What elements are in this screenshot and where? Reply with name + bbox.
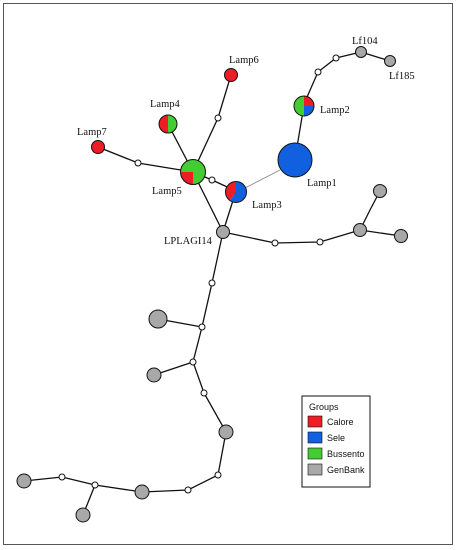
label-lamp1: Lamp1: [307, 178, 337, 189]
median-node: [316, 238, 324, 246]
node-genbank: [218, 424, 234, 440]
label-lf185: Lf185: [389, 71, 415, 82]
node-lamp1: [277, 142, 313, 178]
node-genbank: [148, 309, 168, 329]
edge-lamp5-lamp6: [192, 74, 232, 173]
pie-slice-calore: [180, 172, 193, 185]
legend-swatch-sele: [307, 431, 323, 444]
pie-outline: [158, 114, 178, 134]
median-node: [184, 486, 192, 494]
edge-bottom-chain: [23, 476, 143, 493]
node-genbank: [16, 473, 32, 489]
node-lamp6: [224, 68, 238, 82]
pie-outline: [180, 159, 206, 185]
legend-item-sele: Sele: [307, 431, 345, 444]
label-lf104: Lf104: [352, 36, 378, 47]
edge-lplagi14-east: [222, 229, 361, 244]
legend-swatch-genbank: [307, 463, 323, 476]
pie-slice-bussento: [294, 96, 304, 116]
median-node: [200, 389, 208, 397]
median-node: [271, 239, 279, 247]
median-node: [314, 68, 322, 76]
edge-lamp3-lamp1: [244, 169, 281, 189]
median-vectors: [58, 54, 340, 494]
legend-item-calore: Calore: [307, 415, 354, 428]
node-genbank: [134, 484, 150, 500]
edge-lamp5-lamp7: [97, 146, 194, 173]
label-lamp4: Lamp4: [150, 99, 180, 110]
node-lplagi14: [216, 225, 230, 239]
node-genbank: [146, 367, 162, 383]
label-lamp3: Lamp3: [252, 200, 282, 211]
node-lamp7: [91, 140, 105, 154]
node-lf104: [355, 46, 367, 58]
edge-lamp2-lf104: [303, 51, 362, 105]
legend-swatch-bussento: [307, 447, 323, 460]
pie-slice-calore: [304, 96, 314, 106]
label-lamp2: Lamp2: [320, 105, 350, 116]
legend-label-sele: Sele: [327, 433, 345, 443]
legend-label-bussento: Bussento: [327, 449, 365, 459]
label-lamp6: Lamp6: [229, 55, 259, 66]
median-node: [91, 481, 99, 489]
median-node: [208, 176, 216, 184]
node-lamp5: [180, 159, 206, 185]
node-genbank: [373, 184, 387, 198]
node-lf185: [384, 55, 396, 67]
legend-item-genbank: GenBank: [307, 463, 365, 476]
pie-slice-calore: [159, 115, 168, 133]
median-node: [332, 54, 340, 62]
edge-lplagi14-south: [141, 231, 227, 493]
label-lplagi14: LPLAGI14: [164, 236, 213, 247]
node-lamp2: [293, 95, 315, 117]
median-node: [208, 279, 216, 287]
pie-slice-calore: [225, 181, 236, 201]
legend-label-calore: Calore: [327, 417, 354, 427]
legend-item-bussento: Bussento: [307, 447, 365, 460]
node-genbank: [394, 229, 408, 243]
legend-label-genbank: GenBank: [327, 465, 365, 475]
legend: Groups Calore Sele Bussento GenBank: [301, 395, 371, 488]
median-node: [198, 323, 206, 331]
pie-slice-sele: [304, 106, 314, 116]
legend-title: Groups: [309, 402, 339, 412]
median-node: [58, 473, 66, 481]
pie-slice-bussento: [168, 115, 177, 133]
edge-east-north: [359, 190, 381, 231]
node-labels: Lamp1 Lamp2 Lamp3 Lamp4 Lamp5 Lamp6 Lamp…: [77, 36, 415, 247]
legend-swatch-calore: [307, 415, 323, 428]
node-lamp3: [225, 181, 247, 203]
median-node: [214, 114, 222, 122]
pie-outline: [293, 95, 315, 117]
median-node: [134, 159, 142, 167]
median-node: [189, 358, 197, 366]
pie-slice-sele: [229, 181, 247, 203]
pie-outline: [225, 181, 247, 203]
median-node: [214, 471, 222, 479]
haplotype-nodes: [16, 46, 408, 523]
diagram-frame: [3, 3, 453, 545]
node-lamp4: [158, 114, 178, 134]
node-genbank: [75, 507, 91, 523]
label-lamp7: Lamp7: [77, 127, 107, 138]
label-lamp5: Lamp5: [152, 186, 182, 197]
node-genbank: [353, 223, 367, 237]
